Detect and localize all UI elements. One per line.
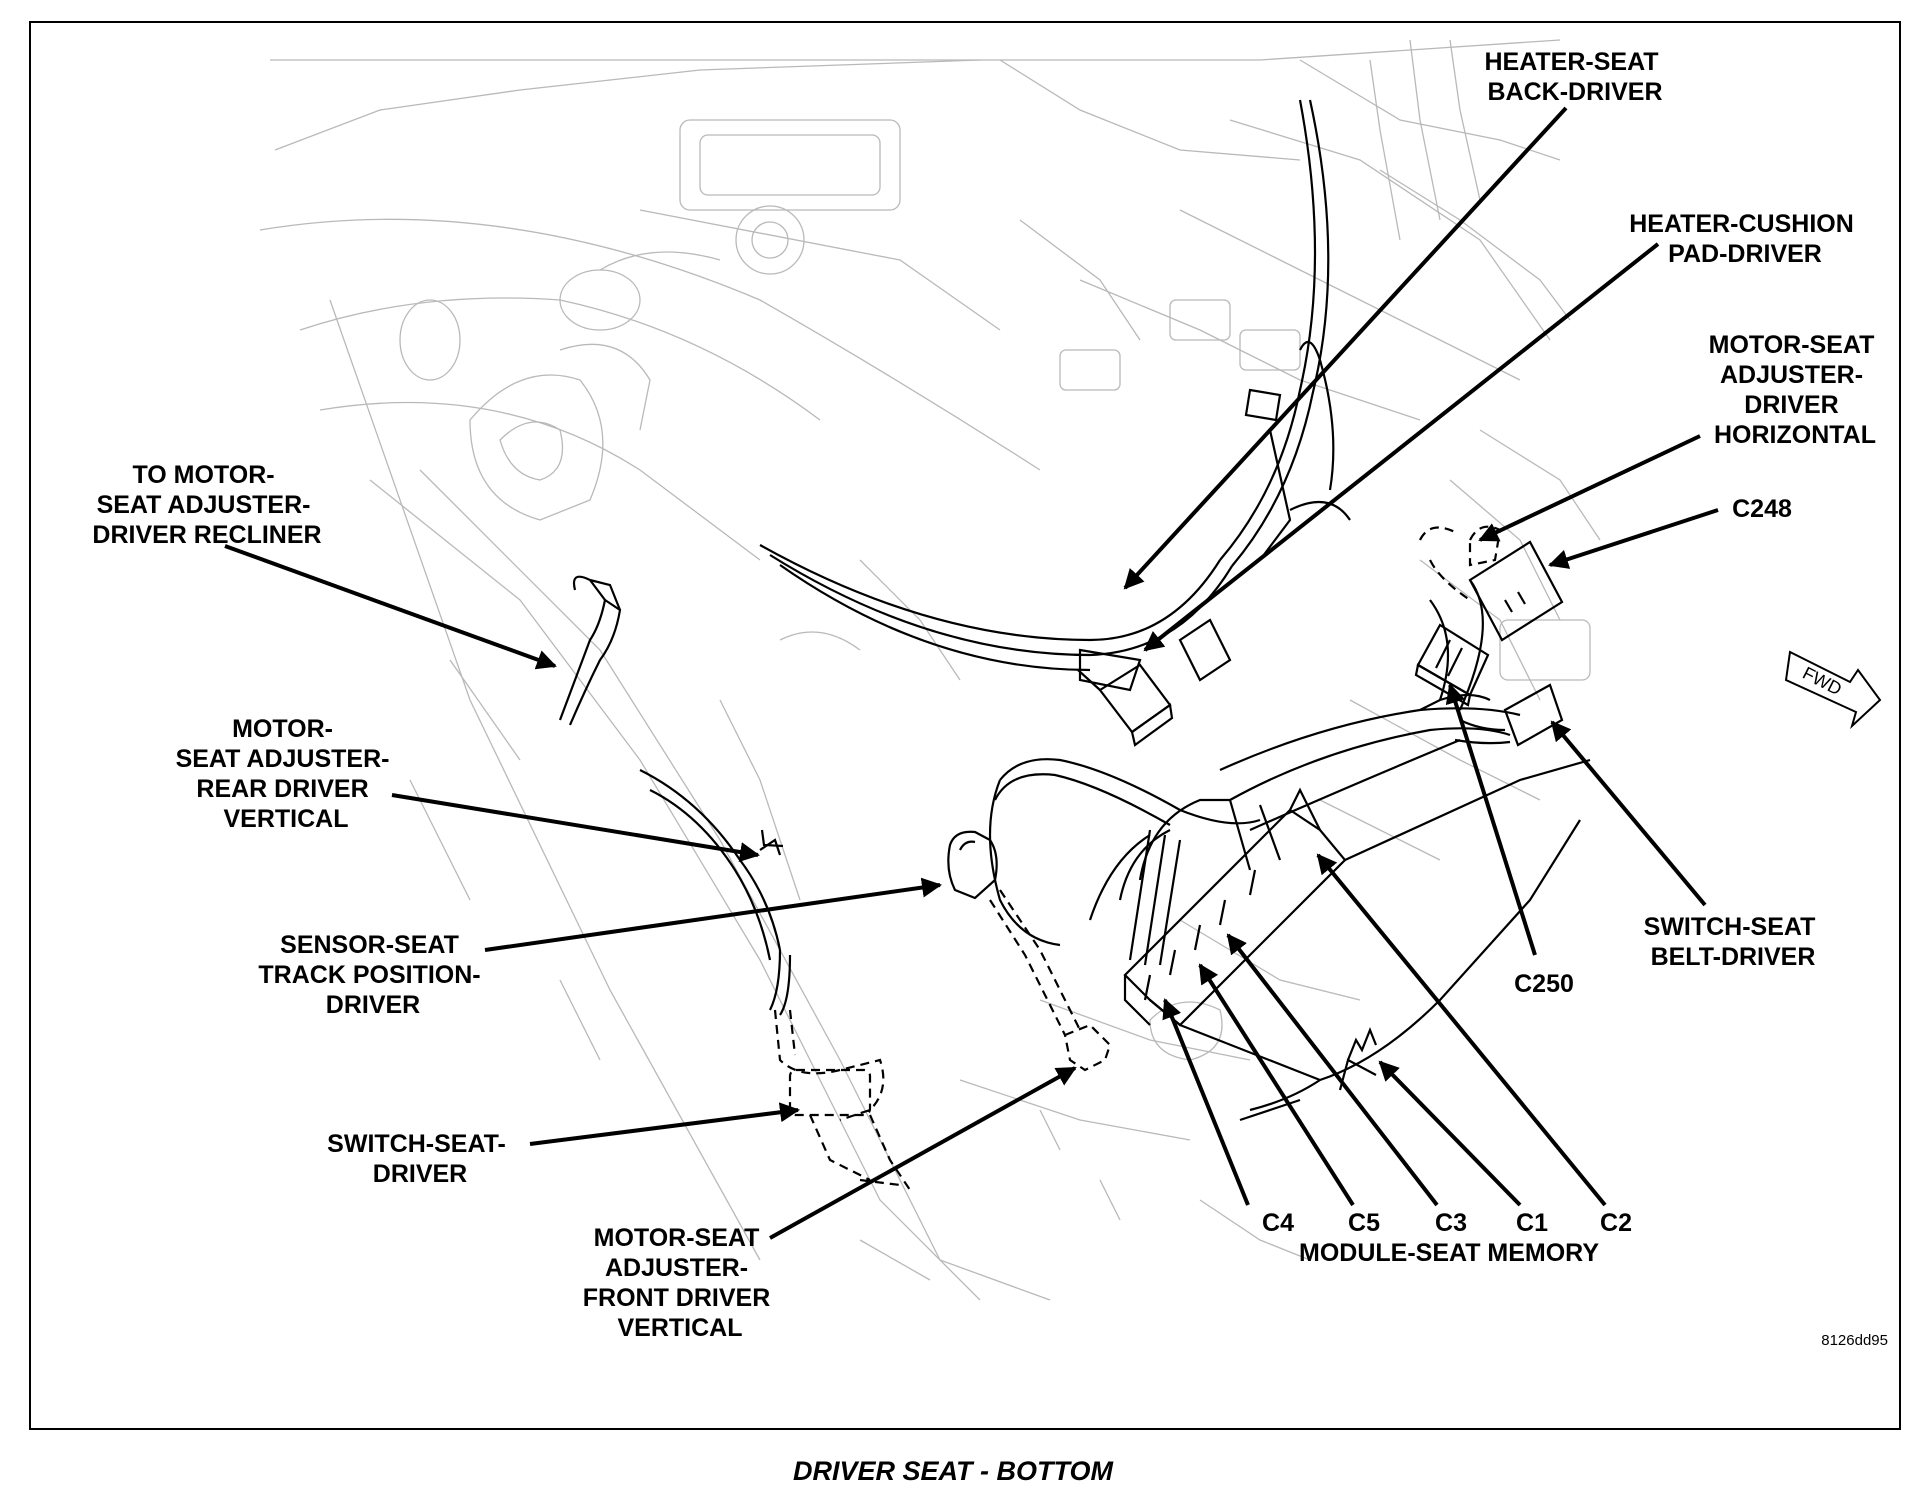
label-heater-seat-back: HEATER-SEAT BACK-DRIVER (1484, 48, 1665, 106)
label-c5: C5 (1348, 1209, 1380, 1237)
arrow-c248 (1548, 508, 1719, 569)
horizontal-motor-dashed-connector (1419, 525, 1502, 601)
sensor-seat-track-connector (947, 830, 998, 900)
arrow-sensor-track (484, 877, 942, 952)
arrow-c5 (1198, 963, 1355, 1207)
label-c4: C4 (1262, 1209, 1294, 1237)
heater-cushion-connector (1077, 663, 1174, 747)
arrow-front-vertical (769, 1066, 1077, 1240)
module-c1-connector (1338, 1027, 1378, 1091)
label-switch-belt: SWITCH-SEAT BELT-DRIVER (1644, 913, 1823, 971)
arrow-c1 (1378, 1060, 1522, 1207)
arrow-motor-horizontal (1478, 434, 1701, 542)
figure-caption: DRIVER SEAT - BOTTOM (793, 1456, 1114, 1486)
diagram-frame (29, 21, 1901, 1430)
arrow-rear-vertical (391, 793, 760, 862)
arrow-heater-seat-back (1123, 106, 1568, 590)
figure-code: 8126dd95 (1821, 1332, 1888, 1349)
heater-harness (759, 99, 1351, 692)
arrow-c3 (1226, 933, 1439, 1207)
label-to-motor-recliner: TO MOTOR- SEAT ADJUSTER- DRIVER RECLINER (92, 461, 321, 549)
arrow-c4 (1162, 998, 1250, 1206)
label-sensor-track: SENSOR-SEAT TRACK POSITION- DRIVER (258, 931, 487, 1019)
label-motor-rear-vertical: MOTOR- SEAT ADJUSTER- REAR DRIVER VERTIC… (176, 715, 397, 833)
label-module-seat-memory: MODULE-SEAT MEMORY (1299, 1239, 1599, 1267)
label-c3: C3 (1435, 1209, 1467, 1237)
label-motor-front-vertical: MOTOR-SEAT ADJUSTER- FRONT DRIVER VERTIC… (583, 1224, 777, 1342)
front-vertical-dashed (989, 889, 1112, 1072)
label-c248: C248 (1732, 495, 1792, 523)
arrow-switch-seat (529, 1102, 800, 1146)
label-c2: C2 (1600, 1209, 1632, 1237)
fwd-tag: FWD (1784, 650, 1882, 730)
main-wiring-harness (988, 579, 1521, 966)
switch-seat-dashed (773, 1009, 911, 1191)
label-c250: C250 (1514, 970, 1574, 998)
seat-structure-background (259, 39, 1601, 1301)
c248-connector (1468, 540, 1564, 642)
recliner-harness (558, 575, 622, 726)
rear-vertical-harness (639, 769, 792, 1016)
arrow-c2 (1316, 853, 1607, 1207)
arrow-heater-cushion (1143, 242, 1660, 652)
arrow-c250 (1445, 683, 1537, 956)
label-heater-cushion: HEATER-CUSHION PAD-DRIVER (1629, 210, 1861, 268)
label-switch-seat: SWITCH-SEAT- DRIVER (327, 1130, 513, 1188)
label-motor-horizontal: MOTOR-SEAT ADJUSTER- DRIVER HORIZONTAL (1709, 331, 1882, 449)
arrow-switch-belt (1550, 720, 1707, 907)
label-c1: C1 (1516, 1209, 1548, 1237)
arrow-recliner (224, 544, 557, 670)
leader-lines (224, 106, 1719, 1240)
